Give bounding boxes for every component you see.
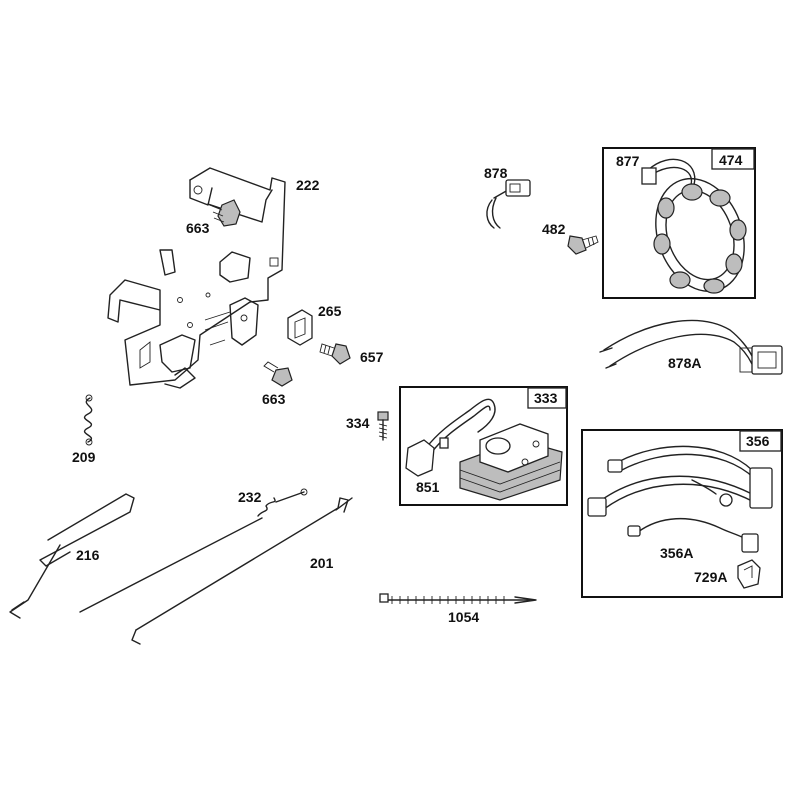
label-356A: 356A — [660, 545, 693, 561]
part-216-rod — [9, 493, 135, 619]
label-729A: 729A — [694, 569, 727, 585]
part-265-clip — [287, 309, 313, 346]
label-265: 265 — [318, 303, 342, 319]
label-878: 878 — [484, 165, 508, 181]
part-878A-wire — [599, 319, 783, 375]
part-878-wire — [486, 179, 531, 229]
part-663-screw-upper — [207, 199, 241, 227]
label-851: 851 — [416, 479, 440, 495]
part-657-screw — [319, 343, 351, 365]
part-334-screw — [377, 411, 389, 441]
label-1054: 1054 — [448, 609, 479, 625]
label-334: 334 — [346, 415, 370, 431]
box-333 — [399, 386, 568, 506]
part-1054-tie-strap — [379, 593, 537, 604]
part-482-screw — [567, 235, 599, 255]
box-356 — [581, 429, 783, 598]
label-482: 482 — [542, 221, 566, 237]
label-657: 657 — [360, 349, 384, 365]
box-474 — [602, 147, 756, 299]
label-663-lower: 663 — [262, 391, 286, 407]
label-209: 209 — [72, 449, 96, 465]
label-222: 222 — [296, 177, 320, 193]
label-232: 232 — [238, 489, 262, 505]
label-201: 201 — [310, 555, 334, 571]
part-222-control-bracket — [107, 167, 286, 389]
label-877: 877 — [616, 153, 640, 169]
box-label-356: 356 — [746, 433, 770, 449]
box-label-474: 474 — [719, 152, 743, 168]
part-232-cable — [79, 488, 308, 613]
label-663-upper: 663 — [186, 220, 210, 236]
box-label-333: 333 — [534, 390, 558, 406]
part-663-screw-lower — [263, 361, 293, 387]
part-201-rod — [131, 497, 353, 645]
label-216: 216 — [76, 547, 100, 563]
part-209-spring — [83, 394, 93, 446]
label-878A: 878A — [668, 355, 701, 371]
